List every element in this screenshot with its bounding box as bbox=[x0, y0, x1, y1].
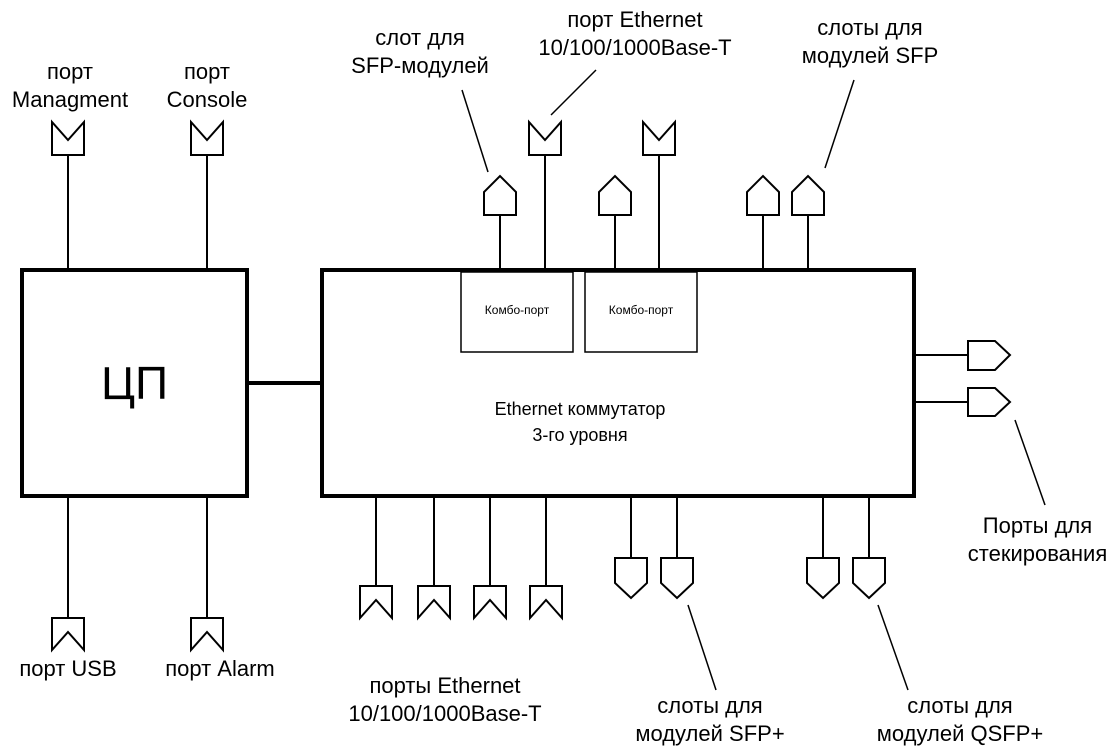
combo-box-1 bbox=[460, 271, 574, 353]
leader-stack bbox=[1014, 419, 1046, 506]
sfp-plus-1-icon bbox=[614, 557, 648, 600]
sfp-slots-label: слоты для модулей SFP bbox=[780, 14, 960, 70]
stack-port-1-icon bbox=[967, 340, 1012, 371]
console-port-label-line1: порт bbox=[184, 59, 230, 84]
sfp-slots-label-line2: модулей SFP bbox=[801, 43, 939, 68]
combo-port-label-1: Комбо-порт bbox=[484, 303, 550, 317]
usb-port-label: порт USB bbox=[19, 656, 117, 681]
switch-label-line2: 3-го уровня bbox=[532, 425, 628, 445]
mgmt-port-label-line2: Managment bbox=[11, 87, 129, 112]
sfp-slot-label-line1: слот для bbox=[375, 25, 465, 50]
leader-sfp-slot bbox=[461, 89, 489, 173]
eth-bottom-4-icon bbox=[529, 585, 563, 621]
sfp-slot-1-icon bbox=[483, 174, 517, 216]
combo-port-label-2: Комбо-порт bbox=[608, 303, 674, 317]
combo-box-2 bbox=[584, 271, 698, 353]
eth-port-label: порт Ethernet 10/100/1000Base-T bbox=[530, 6, 740, 62]
eth-ports-label: порты Ethernet 10/100/1000Base-T bbox=[345, 672, 545, 728]
switch-label: Ethernet коммутатор 3-го уровня bbox=[420, 396, 740, 448]
eth-port-label-line2: 10/100/1000Base-T bbox=[538, 35, 732, 60]
sfp-plus-2-icon bbox=[660, 557, 694, 600]
eth-ports-label-line2: 10/100/1000Base-T bbox=[348, 701, 542, 726]
stack-port-2-icon bbox=[967, 387, 1012, 417]
alarm-port-icon bbox=[190, 617, 224, 653]
stack-ports-label-line1: Порты для bbox=[982, 513, 1093, 538]
sfp-plus-label: слоты для модулей SFP+ bbox=[620, 692, 800, 748]
eth-bottom-2-icon bbox=[417, 585, 451, 621]
console-port-label-line2: Console bbox=[166, 87, 248, 112]
sfp-slot-label-line2: SFP-модулей bbox=[351, 53, 489, 78]
eth-bottom-1-icon bbox=[359, 585, 393, 621]
mgmt-port-label: порт Managment bbox=[0, 58, 140, 114]
sfp-slot-2-icon bbox=[598, 174, 632, 216]
qsfp-plus-1-icon bbox=[806, 557, 840, 600]
stack-ports-label-line2: стекирования bbox=[967, 541, 1108, 566]
console-port-icon bbox=[190, 119, 224, 156]
sfp-slots-label-line1: слоты для bbox=[817, 15, 923, 40]
stack-ports-label: Порты для стекирования bbox=[955, 512, 1120, 568]
leader-eth-port bbox=[550, 69, 597, 116]
qsfp-plus-label-line1: слоты для bbox=[907, 693, 1013, 718]
leader-qsfp-plus bbox=[877, 604, 909, 691]
eth-bottom-3-icon bbox=[473, 585, 507, 621]
leader-sfp-slots bbox=[824, 79, 855, 169]
qsfp-plus-label-line2: модулей QSFP+ bbox=[876, 721, 1044, 746]
mgmt-port-icon bbox=[51, 119, 85, 156]
alarm-port-label: порт Alarm bbox=[165, 656, 275, 681]
sfp-plus-label-line2: модулей SFP+ bbox=[635, 721, 785, 746]
console-port-label: порт Console bbox=[152, 58, 262, 114]
mgmt-port-label-line1: порт bbox=[47, 59, 93, 84]
leader-sfp-plus bbox=[687, 604, 717, 691]
cpu-label: ЦП bbox=[100, 357, 169, 409]
sfp-slot-4-icon bbox=[791, 174, 825, 216]
usb-port-icon bbox=[51, 617, 85, 653]
sfp-plus-label-line1: слоты для bbox=[657, 693, 763, 718]
sfp-slot-label: слот для SFP-модулей bbox=[320, 24, 520, 80]
eth-port-label-line1: порт Ethernet bbox=[567, 7, 703, 32]
eth-port-2-icon bbox=[642, 119, 676, 156]
eth-port-1-icon bbox=[528, 119, 562, 156]
qsfp-plus-2-icon bbox=[852, 557, 886, 600]
switch-label-line1: Ethernet коммутатор bbox=[494, 399, 666, 419]
eth-ports-label-line1: порты Ethernet bbox=[369, 673, 521, 698]
sfp-slot-3-icon bbox=[746, 174, 780, 216]
qsfp-plus-label: слоты для модулей QSFP+ bbox=[860, 692, 1060, 748]
